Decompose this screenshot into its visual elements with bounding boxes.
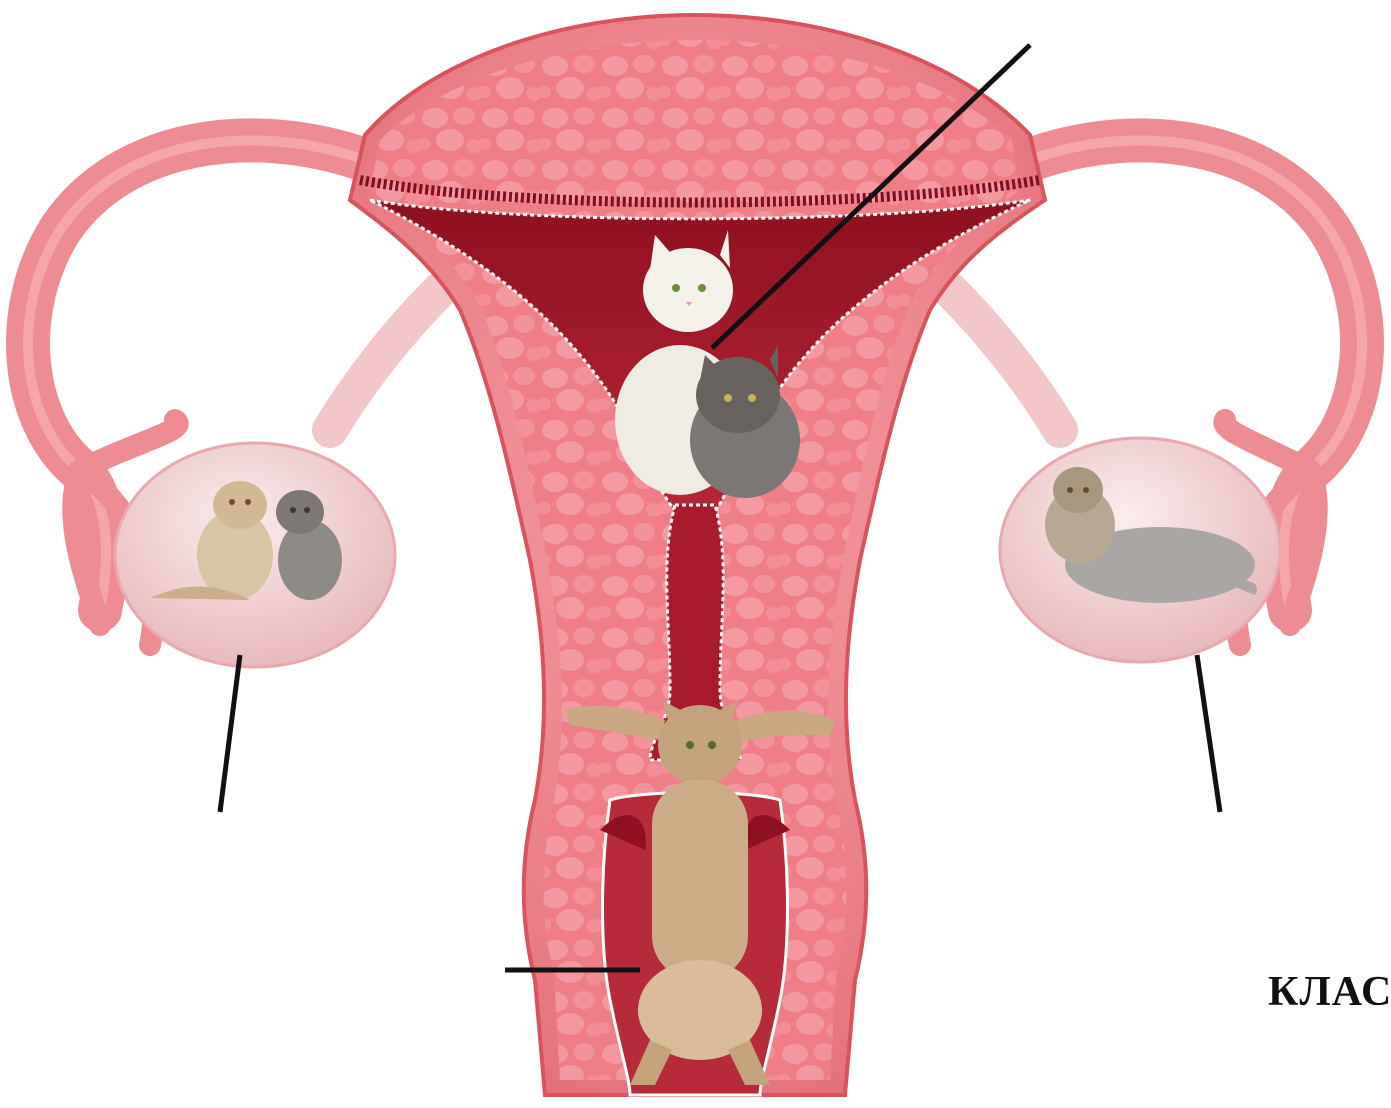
pointer-line-left-ovary: [220, 655, 240, 812]
pointer-line-right-ovary: [1197, 655, 1220, 812]
caption-text: КЛАС: [1268, 968, 1391, 1016]
right-ovarian-ligament: [950, 290, 1060, 430]
left-ovarian-ligament: [330, 290, 440, 430]
